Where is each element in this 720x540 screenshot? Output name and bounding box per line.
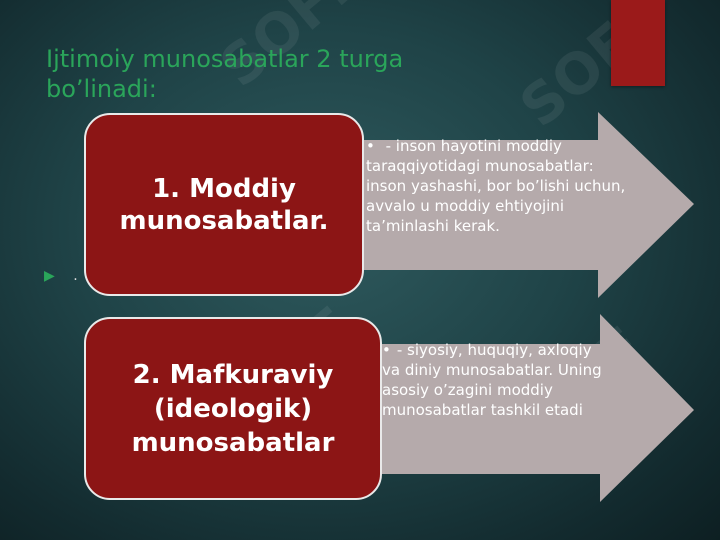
heading-mafkuraviy: 2. Mafkuraviy (ideologik) munosabatlar (131, 359, 335, 458)
slide-title: Ijtimoiy munosabatlar 2 turga bo’linadi: (46, 45, 404, 103)
arrow-shape-1 (300, 112, 696, 300)
heading-box-2: 2. Mafkuraviy (ideologik) munosabatlar (84, 317, 382, 500)
bullet-dot: • (366, 137, 375, 155)
arrow-text-2: •- siyosiy, huquqiy, axloqiy va diniy mu… (382, 340, 614, 420)
heading-box-1: 1. Moddiy munosabatlar. (84, 113, 364, 296)
empty-bullet: ▶ . (44, 268, 78, 284)
arrow-text-1: • - inson hayotini moddiy taraqqiyotidag… (366, 136, 628, 236)
arrow-description-1: - inson hayotini moddiy taraqqiyotidagi … (366, 137, 626, 235)
bullet-text: . (73, 268, 78, 284)
triangle-bullet-icon: ▶ (44, 268, 55, 284)
heading-moddiy: 1. Moddiy munosabatlar. (119, 173, 329, 236)
arrow-shape-2 (318, 314, 696, 504)
bullet-dot: • (382, 341, 391, 359)
arrow-description-2: - siyosiy, huquqiy, axloqiy va diniy mun… (382, 341, 602, 419)
decorative-red-tab (611, 0, 665, 86)
